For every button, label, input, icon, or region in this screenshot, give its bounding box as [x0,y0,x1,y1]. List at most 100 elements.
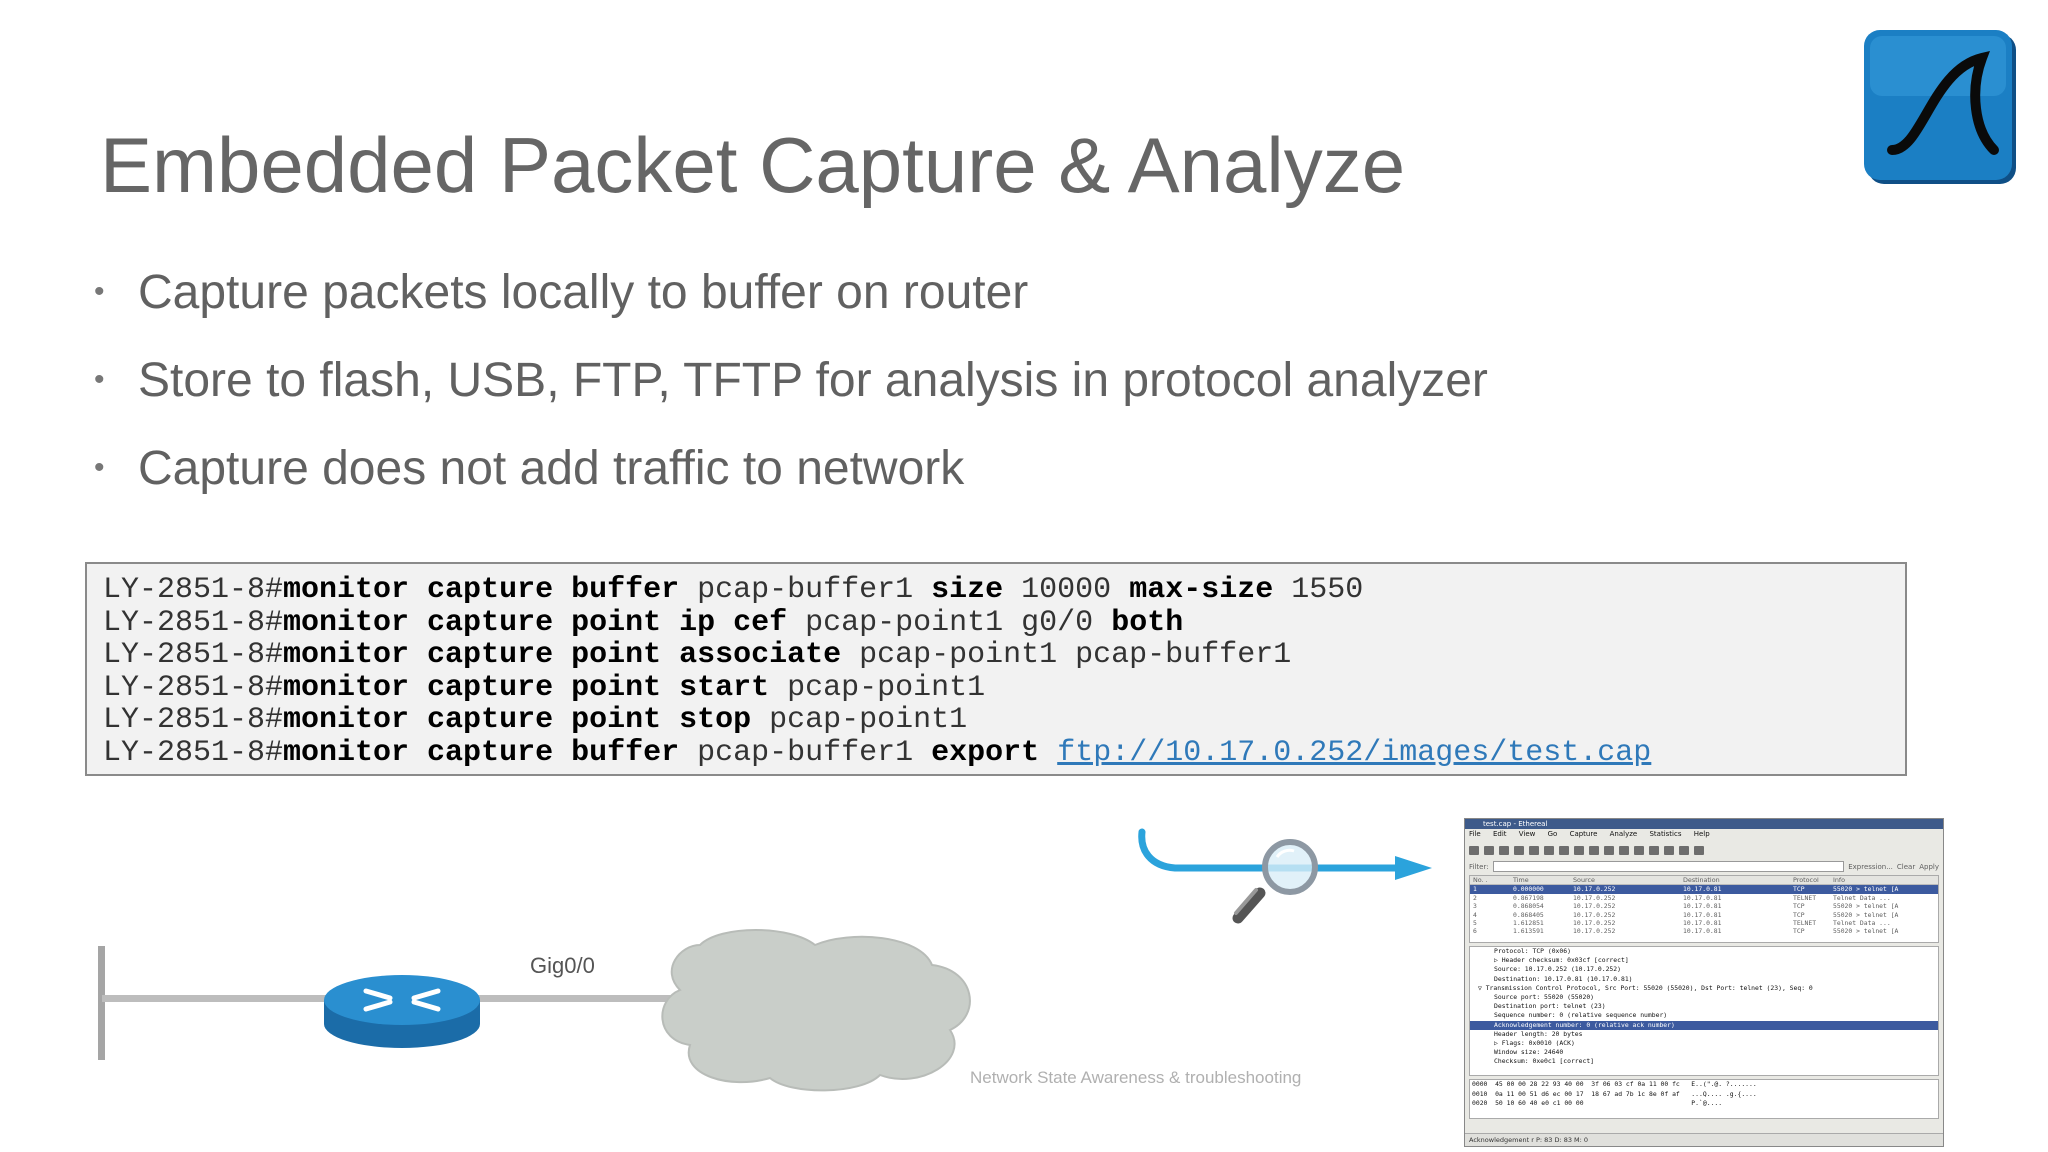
packet-number: 3 [1473,902,1477,911]
detail-line[interactable]: ▽ Transmission Control Protocol, Src Por… [1478,983,1813,992]
packet-source: 10.17.0.252 [1573,918,1616,927]
column-header[interactable]: Source [1573,876,1595,884]
toolbar-icon[interactable] [1529,845,1539,855]
hex-line: 0010 0a 11 00 51 d6 ec 00 17 18 67 ad 7b… [1472,1089,1757,1098]
detail-line[interactable]: ▷ Header checksum: 0x03cf [correct] [1494,956,1629,965]
toolbar-icon[interactable] [1574,845,1584,855]
column-header[interactable]: No. . [1473,876,1488,884]
packet-time: 0.868054 [1513,902,1544,911]
apply-button[interactable]: Apply [1919,862,1939,871]
detail-line[interactable]: Header length: 20 bytes [1494,1029,1583,1038]
window-title: test.cap - Ethereal [1465,819,1943,829]
menu-go[interactable]: Go [1547,830,1558,838]
wan-link [478,995,698,1002]
toolbar-icon[interactable] [1634,845,1644,855]
packet-info: 55020 > telnet [A [1833,885,1899,894]
filter-input[interactable] [1492,861,1845,872]
packet-details-pane: Protocol: TCP (0x06) ▷ Header checksum: … [1469,946,1939,1076]
toolbar-icon[interactable] [1649,845,1659,855]
cli-argument: pcap-point1 pcap-buffer1 [841,638,1292,673]
packet-destination: 10.17.0.81 [1683,927,1722,936]
cli-prompt: LY-2851-8# [103,670,284,705]
toolbar-icon[interactable] [1559,845,1569,855]
cli-prompt: LY-2851-8# [103,573,284,607]
cli-line: LY-2851-8#monitor capture buffer pcap-bu… [103,737,1905,770]
cli-prompt: LY-2851-8# [103,605,284,640]
detail-line[interactable]: Sequence number: 0 (relative sequence nu… [1494,1011,1668,1020]
bullet-text: Capture packets locally to buffer on rou… [138,265,1029,319]
menu-view[interactable]: View [1518,830,1536,838]
toolbar-icon[interactable] [1544,845,1554,855]
detail-line[interactable]: ▷ Flags: 0x0010 (ACK) [1494,1039,1575,1048]
detail-line[interactable]: Source: 10.17.0.252 (10.17.0.252) [1494,965,1621,974]
packet-destination: 10.17.0.81 [1683,893,1722,902]
menu-file[interactable]: File [1469,830,1481,838]
detail-line[interactable]: Checksum: 0xe0c1 [correct] [1494,1057,1595,1066]
bullet-list: • Capture packets locally to buffer on ro… [94,248,1488,512]
toolbar-icon[interactable] [1679,845,1689,855]
menu-capture[interactable]: Capture [1569,830,1598,838]
detail-line[interactable]: Destination: 10.17.0.81 (10.17.0.81) [1494,974,1633,983]
hex-dump-pane: 0000 45 00 00 28 22 93 40 00 3f 06 03 cf… [1469,1079,1939,1119]
clear-button[interactable]: Clear [1896,862,1916,871]
export-ftp-link[interactable]: ftp://10.17.0.252/images/test.cap [1057,735,1652,770]
cli-keyword: monitor capture point ip cef [283,605,788,640]
cli-keyword: both [1111,605,1184,640]
bullet-marker: • [94,363,105,396]
packet-destination: 10.17.0.81 [1683,918,1722,927]
toolbar-icon[interactable] [1469,845,1479,855]
menu-help[interactable]: Help [1693,830,1710,838]
packet-source: 10.17.0.252 [1573,927,1616,936]
menu-statistics[interactable]: Statistics [1649,830,1682,838]
packet-time: 0.867198 [1513,893,1544,902]
cli-prompt: LY-2851-8# [103,703,284,738]
packet-info: 55020 > telnet [A [1833,902,1899,911]
packet-protocol: TCP [1793,902,1805,911]
cli-prompt: LY-2851-8# [103,735,284,770]
detail-line[interactable]: Source port: 55020 (55020) [1494,993,1595,1002]
cli-keyword: monitor capture point associate [283,638,842,673]
toolbar-icon[interactable] [1694,845,1704,855]
menu-edit[interactable]: Edit [1492,830,1507,838]
status-bar: Acknowledgement r P: 83 D: 83 M: 0 [1465,1133,1943,1146]
packet-list-header: No. . Time Source Destination Protocol Info [1470,876,1938,886]
cli-argument: pcap-point1 [751,703,968,738]
filter-bar: Filter: Expression... Clear Apply [1465,860,1943,873]
column-header[interactable]: Info [1833,876,1846,884]
toolbar-icon[interactable] [1604,845,1614,855]
column-header[interactable]: Destination [1683,876,1720,884]
packet-protocol: TCP [1793,910,1805,919]
toolbar-icon[interactable] [1589,845,1599,855]
toolbar-icon[interactable] [1664,845,1674,855]
cli-code-block: LY-2851-8#monitor capture buffer pcap-bu… [85,562,1907,776]
packet-number: 6 [1473,927,1477,936]
magnifying-glass-icon [1232,839,1318,924]
packet-info: 55020 > telnet [A [1833,927,1899,936]
toolbar-icon[interactable] [1484,845,1494,855]
column-header[interactable]: Time [1513,876,1529,884]
wireshark-fin-icon [1864,30,2016,184]
cli-keyword: monitor capture point stop [283,703,752,738]
cli-argument: pcap-point1 g0/0 [787,605,1112,640]
detail-line[interactable]: Destination port: telnet (23) [1494,1002,1606,1011]
toolbar-icon[interactable] [1499,845,1509,855]
toolbar [1465,840,1943,860]
toolbar-icon[interactable] [1514,845,1524,855]
toolbar-icon[interactable] [1619,845,1629,855]
expression-button[interactable]: Expression... [1848,862,1893,871]
detail-line-selected[interactable]: Acknowledgement number: 0 (relative ack … [1470,1020,1938,1030]
menu-analyze[interactable]: Analyze [1609,830,1638,838]
packet-source: 10.17.0.252 [1573,885,1616,894]
capture-flow-arrow [1138,828,1432,880]
column-header[interactable]: Protocol [1793,876,1819,884]
detail-line[interactable]: Window size: 24640 [1494,1048,1564,1057]
detail-line[interactable]: Protocol: TCP (0x06) [1494,947,1571,955]
filter-label: Filter: [1469,862,1489,871]
